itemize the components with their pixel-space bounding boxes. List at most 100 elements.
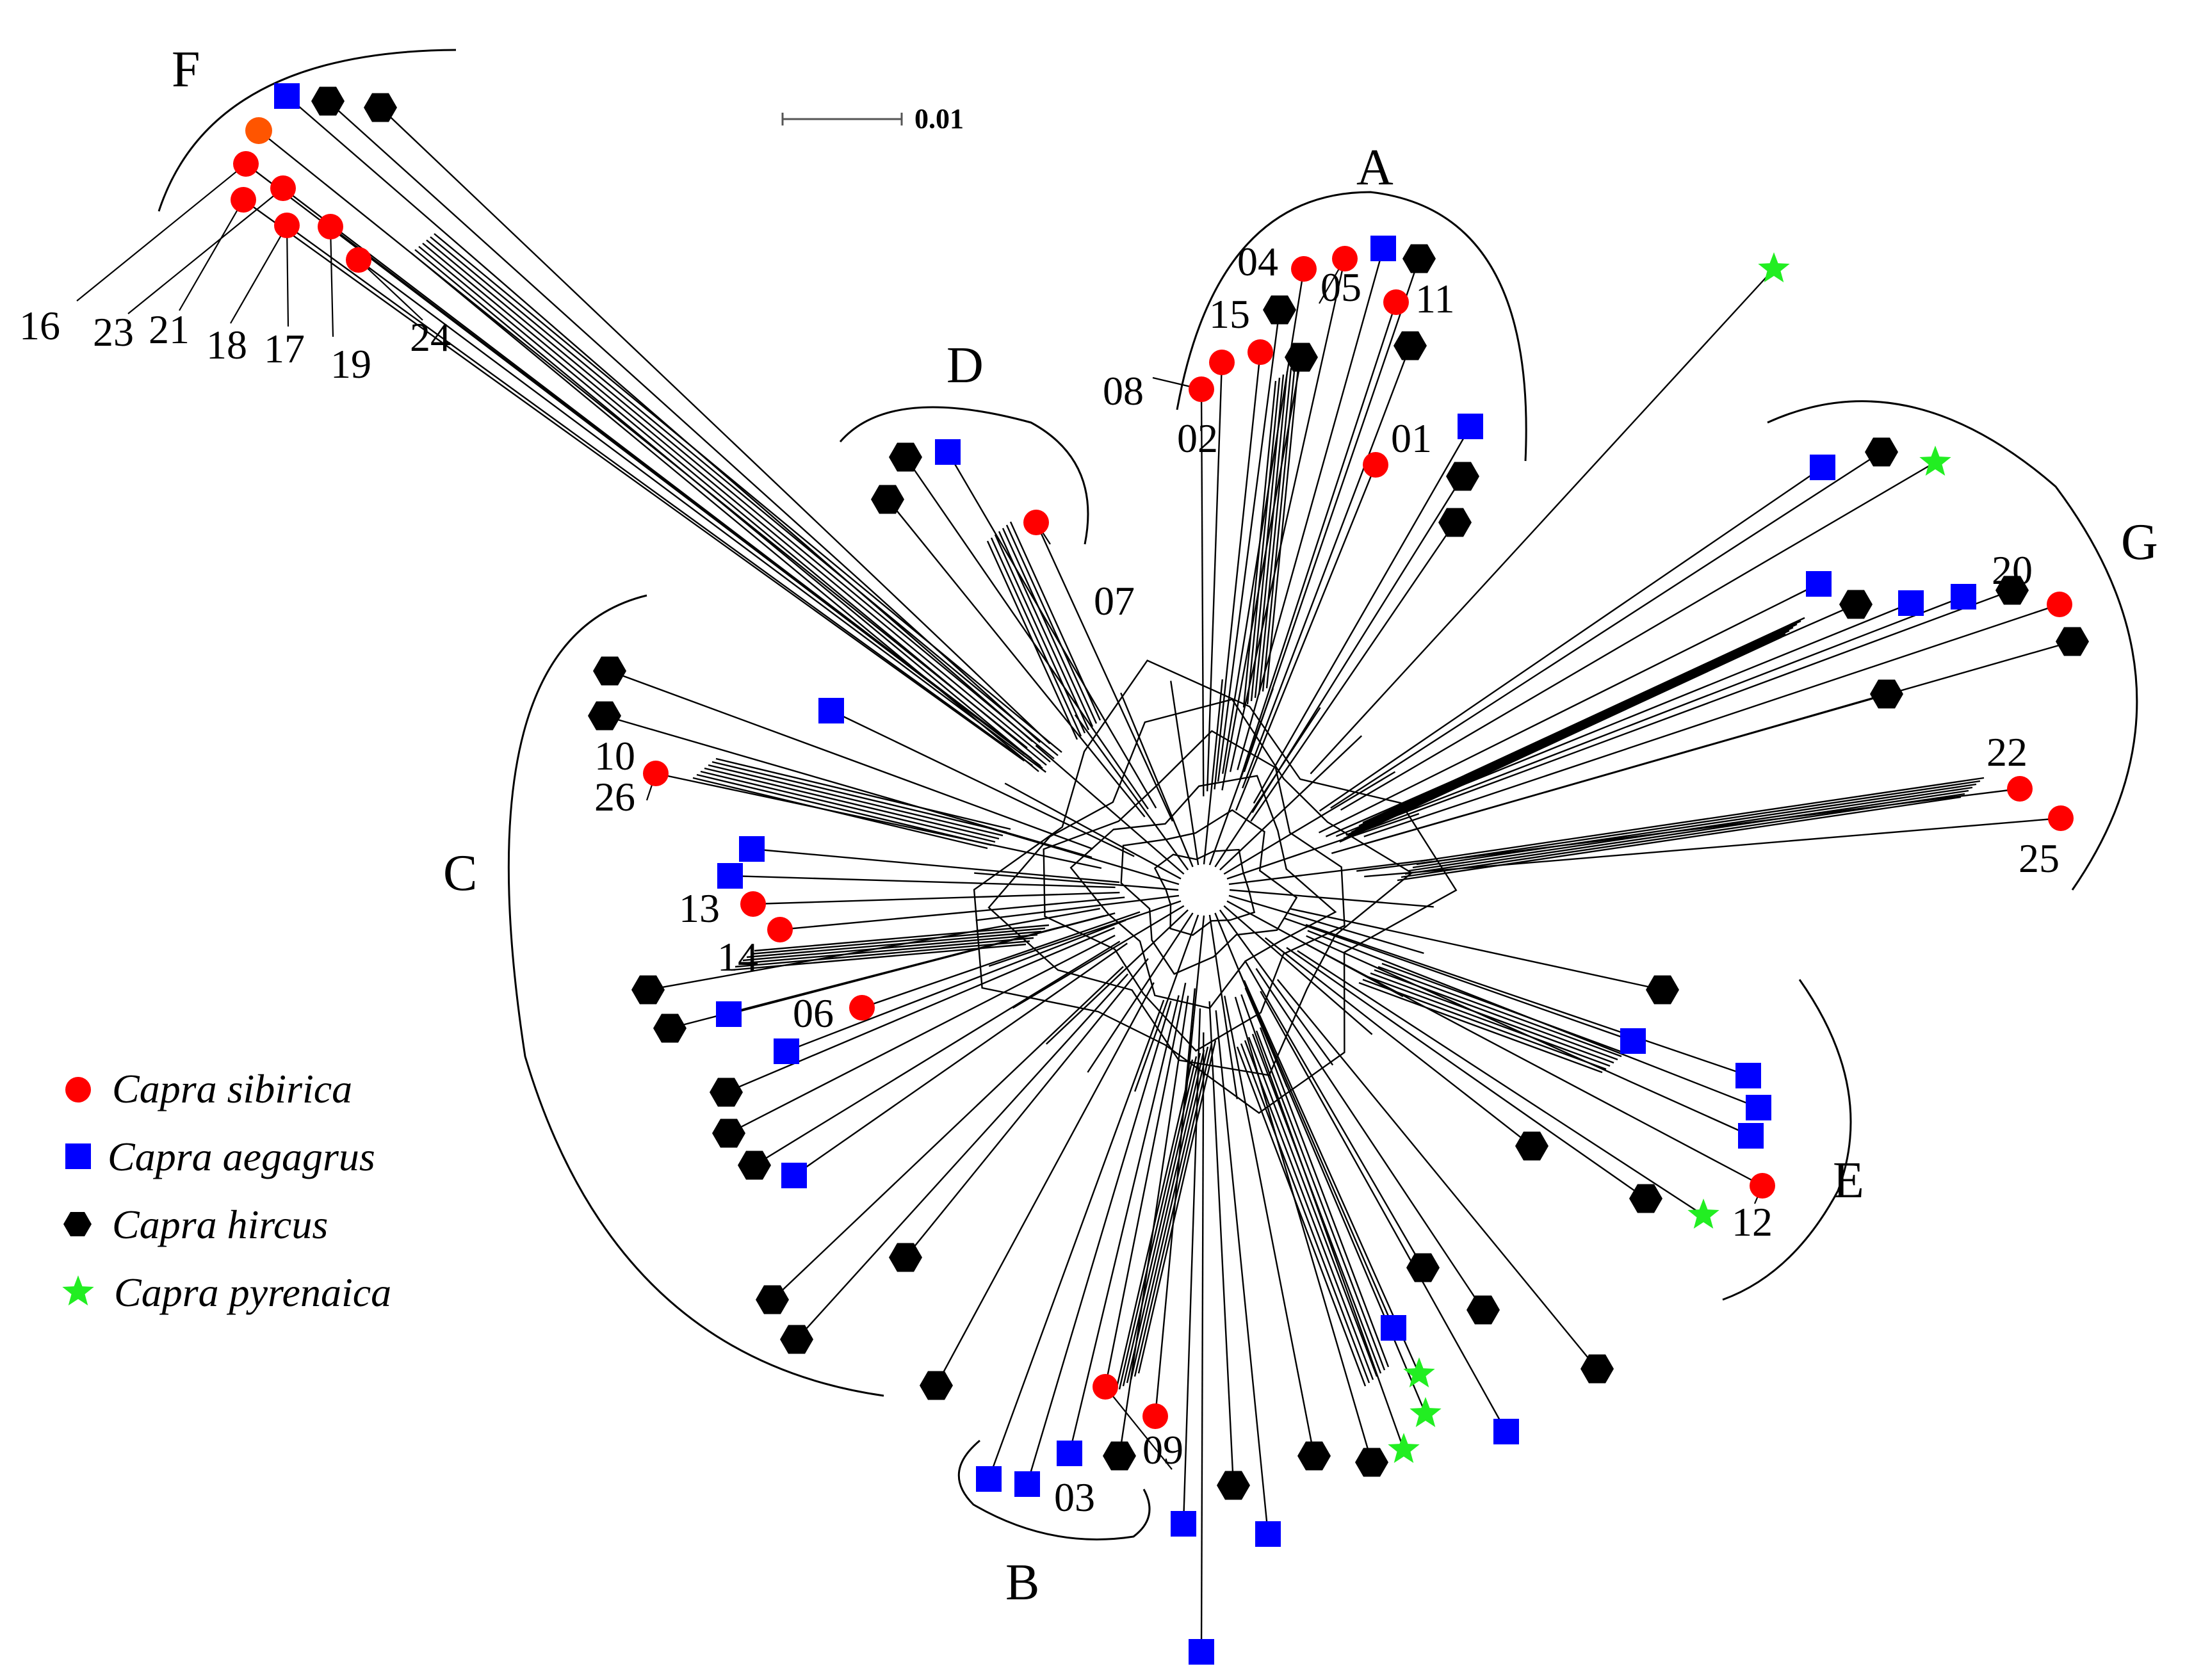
network-trunk [1255,1030,1386,1371]
tip-label: 26 [594,774,635,820]
network-branch [1307,930,1759,1109]
tip-leader-line [1105,1386,1173,1470]
capra-aegagrus-marker [716,1001,742,1027]
network-core-spoke [1035,745,1185,875]
tip-label: 12 [1732,1199,1773,1245]
capra-hircus-marker [889,1243,922,1272]
network-branch [1340,461,1936,811]
capra-aegagrus-marker [1057,1441,1082,1466]
capra-hircus-marker [1580,1354,1614,1384]
tip-leader-line [230,225,288,324]
capra-hircus-marker [1865,437,1898,467]
capra-sibirica-marker [740,891,766,917]
network-branch [1253,426,1472,804]
capra-sibirica-marker [1247,339,1273,365]
tip-leader-line [127,188,284,314]
network-core-spoke [1170,681,1199,866]
network-trunk [994,534,1086,734]
network-branch [1208,1001,1235,1486]
capra-sibirica-marker [1093,1374,1118,1400]
legend-label-sibirica: Capra sibirica [112,1066,352,1111]
network-branch [1200,389,1205,796]
tip-label: 16 [19,303,60,348]
network-branch [1264,937,1532,1147]
legend-label-pyrenaica: Capra pyrenaica [114,1270,391,1315]
network-branch [609,670,1093,850]
tip-label: 03 [1054,1474,1095,1520]
network-trunk [711,761,1007,834]
tip-leader-line [358,259,423,321]
capra-hircus-marker [1355,1448,1388,1477]
network-branch [330,226,1041,767]
network-branch [1215,1010,1269,1535]
tip-label: 08 [1103,368,1144,414]
capra-hircus-marker [311,86,345,116]
clade-brackets [158,49,2138,1540]
capra-aegagrus-marker [1493,1419,1519,1444]
tip-label: 24 [410,314,451,360]
clade-bracket [1722,979,1852,1301]
network-branch [1182,1008,1201,1524]
network-branch [786,919,1126,1053]
network-branch [1214,351,1262,790]
clade-bracket [957,1439,1151,1540]
network-trunk [1246,377,1281,705]
network-trunk [1339,636,1782,843]
network-branch [1330,451,1882,809]
network-branch [935,982,1155,1386]
capra-sibirica-marker [2007,776,2033,802]
capra-pyrenaica-marker [1758,252,1790,282]
network-branch [1200,1032,1205,1652]
network-branch [1217,309,1281,782]
legend-hexagon-icon [63,1212,92,1236]
network-trunk [1002,528,1094,727]
capra-aegagrus-marker [935,439,961,465]
network-trunk [1118,1056,1198,1390]
network-core-spoke [1004,782,1182,880]
capra-sibirica-marker [1142,1403,1168,1429]
network-branch [726,926,1115,1094]
network-branch [1026,1001,1172,1485]
network-core-spoke [1226,812,1420,880]
network-branch [1318,583,1819,834]
network-branch [1260,990,1507,1432]
network-trunk [1259,1027,1390,1368]
network-branch [327,101,1041,743]
network-trunk [1404,789,1969,875]
capra-aegagrus-marker [1806,571,1832,597]
network-branch [243,199,1025,762]
network-branch [1345,595,1964,836]
network-core-spoke [1223,905,1373,1035]
clade-label-f: F [172,42,200,98]
network-trunk [1377,965,1622,1058]
network-core-spoke [1045,909,1189,1045]
legend-label-hircus: Capra hircus [112,1202,328,1247]
capra-sibirica-marker [1291,256,1317,282]
network-trunk [750,927,1046,955]
capra-pyrenaica-marker [1388,1433,1420,1463]
network-trunk [1134,1043,1213,1377]
network-core-spoke [1229,889,1434,908]
network-branch [729,875,1116,889]
capra-hircus-marker [1406,1253,1440,1282]
network-branch [905,958,1149,1258]
clade-bracket [839,406,1089,545]
network-branch [1234,996,1373,1463]
network-trunk [704,767,1000,840]
capra-hircus-marker [1467,1295,1500,1325]
network-branch [258,130,1028,749]
network-trunk [1258,368,1292,695]
capra-hircus-marker [756,1285,789,1314]
tip-label: 09 [1142,1427,1183,1473]
tip-label: 20 [1992,547,2033,593]
capra-hircus-marker [889,442,922,472]
network-branch [1104,982,1187,1387]
network-branch [1229,258,1346,772]
capra-aegagrus-marker [1898,590,1924,616]
sample-markers [231,83,2089,1665]
network-branch [380,107,1051,745]
network-trunk [1126,1049,1205,1384]
network-branch [1306,935,1751,1137]
network-branch [1308,944,1763,1187]
capra-aegagrus-marker [976,1466,1002,1492]
